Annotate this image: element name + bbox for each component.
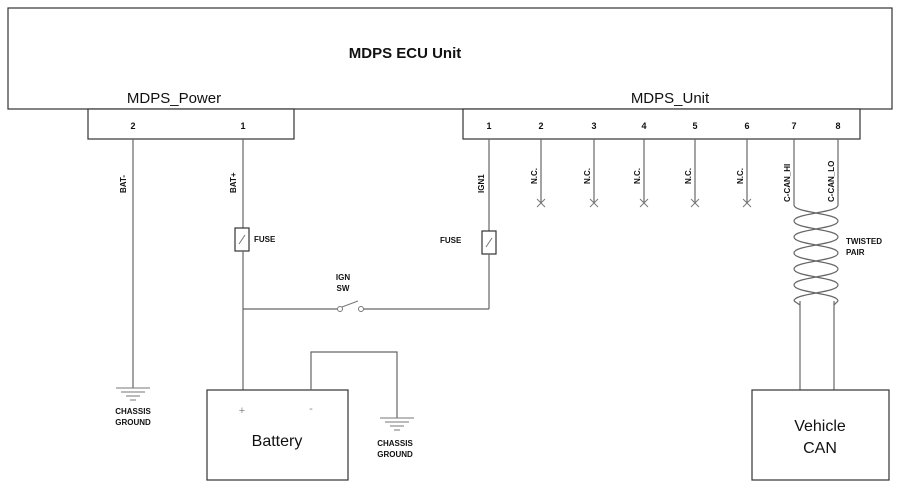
ign-switch-symbol: [337, 300, 364, 312]
power-connector-block: [87, 108, 295, 140]
nc-label-6: N.C.: [736, 168, 745, 184]
ecu-unit-box: [7, 7, 893, 110]
bat-plus-label: BAT+: [229, 172, 238, 193]
nc-label-4: N.C.: [633, 168, 642, 184]
nc-label-5: N.C.: [684, 168, 693, 184]
bat-minus-label: BAT-: [119, 175, 128, 193]
nc-pin-3: [589, 139, 599, 208]
nc-label-2: N.C.: [530, 168, 539, 184]
twisted-pair-label-2: PAIR: [846, 248, 865, 257]
nc-label-3: N.C.: [583, 168, 592, 184]
fuse-symbol-right: [481, 230, 497, 255]
power-pin-1: 1: [240, 121, 245, 131]
fuse-label-right: FUSE: [440, 236, 462, 245]
battery-box: [206, 389, 349, 481]
fuse-symbol-left: [234, 227, 250, 252]
unit-connector-name: MDPS_Unit: [631, 90, 710, 107]
nc-pin-2: [536, 139, 546, 208]
unit-pin-1: 1: [486, 121, 491, 131]
ign1-label: IGN1: [477, 174, 486, 193]
can-hi-label: C-CAN_HI: [783, 164, 792, 202]
ign-switch-label-2: SW: [337, 284, 350, 293]
power-pin-2: 2: [130, 121, 135, 131]
power-connector-name: MDPS_Power: [127, 90, 221, 107]
vehicle-can-box: [751, 389, 890, 481]
battery-ground-wire: [310, 351, 398, 418]
unit-pin-3: 3: [591, 121, 596, 131]
ecu-title: MDPS ECU Unit: [349, 45, 462, 62]
fuse-label-left: FUSE: [254, 235, 276, 244]
battery-minus-terminal: -: [309, 403, 313, 415]
unit-connector-block: [462, 108, 861, 140]
twisted-pair-wire-b: [793, 204, 839, 302]
twisted-pair-label-1: TWISTED: [846, 237, 882, 246]
chassis-ground-label-right-2: GROUND: [377, 450, 413, 459]
chassis-ground-symbol-left: [116, 387, 150, 401]
chassis-ground-label-left-1: CHASSIS: [115, 407, 151, 416]
nc-pin-6: [742, 139, 752, 208]
unit-pin-4: 4: [641, 121, 646, 131]
unit-pin-5: 5: [692, 121, 697, 131]
unit-pin-2: 2: [538, 121, 543, 131]
can-lo-label: C-CAN_LO: [827, 161, 836, 202]
battery-label: Battery: [252, 433, 303, 450]
nc-pin-5: [690, 139, 700, 208]
unit-pin-6: 6: [744, 121, 749, 131]
unit-pin-7: 7: [791, 121, 796, 131]
unit-pin-8: 8: [835, 121, 840, 131]
chassis-ground-label-right-1: CHASSIS: [377, 439, 413, 448]
ign-switch-label-1: IGN: [336, 273, 350, 282]
battery-plus-terminal: +: [239, 405, 245, 417]
vehicle-can-label-1: Vehicle: [794, 418, 846, 435]
chassis-ground-label-left-2: GROUND: [115, 418, 151, 427]
vehicle-can-label-2: CAN: [803, 440, 837, 457]
chassis-ground-symbol-right: [380, 417, 414, 431]
twisted-pair-wire-a: [793, 204, 839, 302]
nc-pin-4: [639, 139, 649, 208]
